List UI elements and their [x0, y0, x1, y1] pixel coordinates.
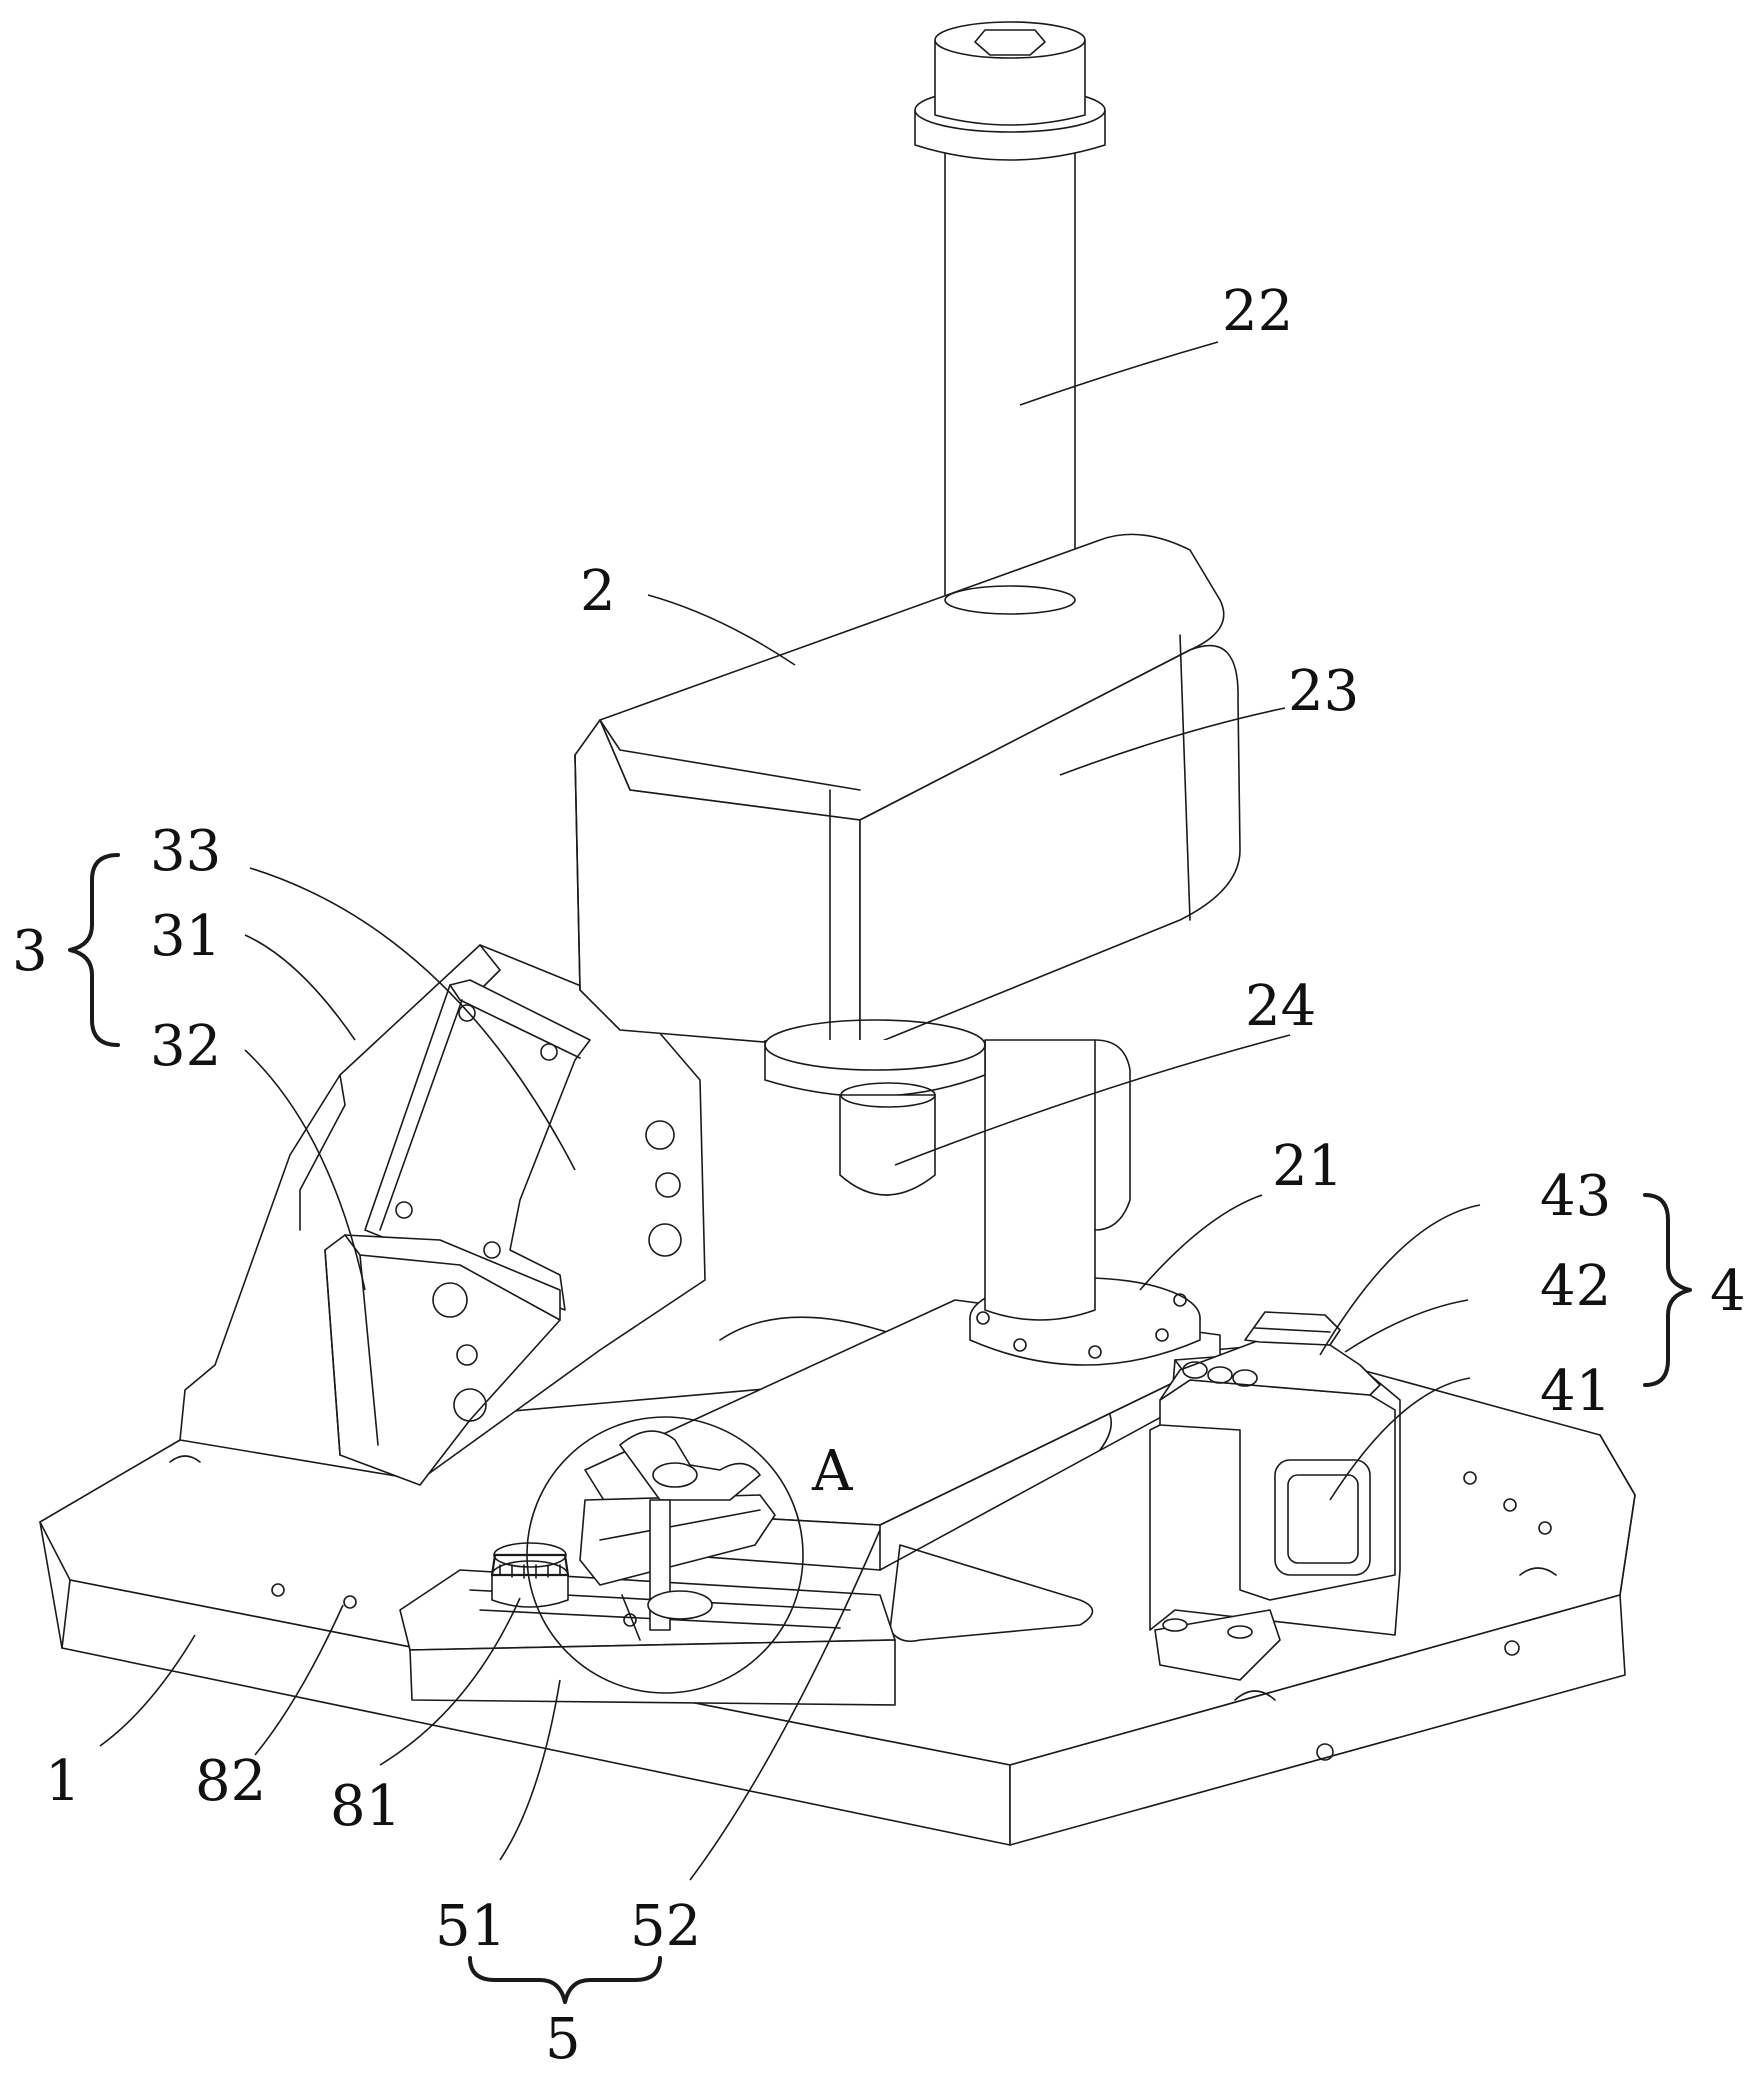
brace-5	[468, 1956, 662, 2004]
brace-3	[68, 853, 120, 1047]
clamp-assembly	[490, 1416, 804, 1694]
label-41: 41	[1540, 1359, 1611, 1424]
leader-lines	[99, 341, 1481, 1881]
label-51: 51	[435, 1894, 506, 1959]
label-22: 22	[1222, 279, 1293, 344]
left-block-assembly	[179, 944, 706, 1486]
label-32: 32	[150, 1014, 221, 1079]
press-head	[574, 533, 1241, 1196]
label-52: 52	[630, 1894, 701, 1959]
label-1: 1	[45, 1749, 81, 1814]
label-4: 4	[1710, 1259, 1746, 1324]
label-33: 33	[150, 819, 221, 884]
label-23: 23	[1288, 659, 1359, 724]
label-81: 81	[330, 1774, 401, 1839]
label-3: 3	[12, 919, 48, 984]
label-43: 43	[1540, 1164, 1611, 1229]
label-2: 2	[580, 559, 616, 624]
label-82: 82	[195, 1749, 266, 1814]
reference-labels: 22 2 23 33 3 31 32 24 21 43 42 4 41 A 1 …	[12, 279, 1746, 2072]
label-A: A	[811, 1439, 853, 1504]
press-column	[914, 21, 1201, 1366]
brace-4	[1643, 1193, 1692, 1387]
label-21: 21	[1272, 1134, 1343, 1199]
label-24: 24	[1245, 974, 1316, 1039]
label-31: 31	[150, 904, 221, 969]
label-42: 42	[1540, 1254, 1611, 1319]
label-5: 5	[545, 2007, 581, 2069]
right-support	[1149, 1311, 1401, 1681]
